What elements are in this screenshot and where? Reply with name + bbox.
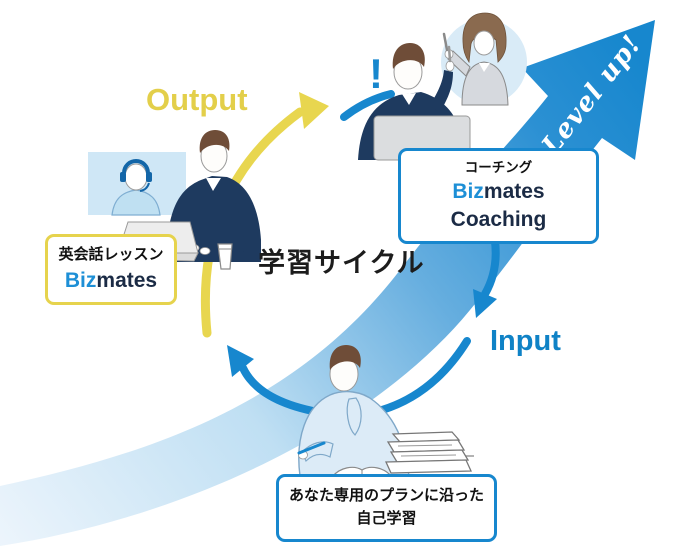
coach-jacket xyxy=(461,61,509,106)
output-label: Output xyxy=(146,82,248,117)
lesson-box: 英会話レッスン Bizmates xyxy=(45,234,177,305)
cycle-title: 学習サイクル xyxy=(258,248,425,278)
student-hair xyxy=(392,43,425,69)
exclamation-mark: ! xyxy=(369,50,383,97)
trainer-avatar xyxy=(111,159,161,216)
coaching-category: コーチング xyxy=(464,160,533,175)
coaching-box: コーチング Bizmates Coaching xyxy=(398,148,599,244)
brand-suffix: mates Coaching xyxy=(450,180,547,231)
self-study-box: あなた専用のプランに沿った 自己学習 xyxy=(276,474,497,542)
headset-icon xyxy=(122,159,150,174)
student-hair xyxy=(329,345,361,370)
level-up-arrow xyxy=(0,20,655,546)
input-label: Input xyxy=(490,325,561,357)
pen-icon xyxy=(297,441,326,455)
self-study-illustration xyxy=(297,345,474,478)
brand-prefix: Biz xyxy=(64,268,97,292)
coach-avatar xyxy=(442,12,509,106)
brand-suffix: mates xyxy=(96,268,158,292)
lesson-category: 英会話レッスン xyxy=(58,246,164,263)
lesson-student-figure xyxy=(166,130,261,262)
self-study-line2: 自己学習 xyxy=(356,510,417,528)
self-study-line1: あなた専用のプランに沿った xyxy=(288,487,484,504)
coaching-illustration xyxy=(358,12,527,161)
student-hair xyxy=(199,130,230,153)
bizmates-coaching-logo: Bizmates Coaching xyxy=(407,178,590,233)
bizmates-logo: Bizmates xyxy=(54,267,168,294)
book-stack-icon xyxy=(385,431,472,474)
coffee-cup-icon xyxy=(217,243,233,270)
brand-prefix: Biz xyxy=(452,180,484,204)
